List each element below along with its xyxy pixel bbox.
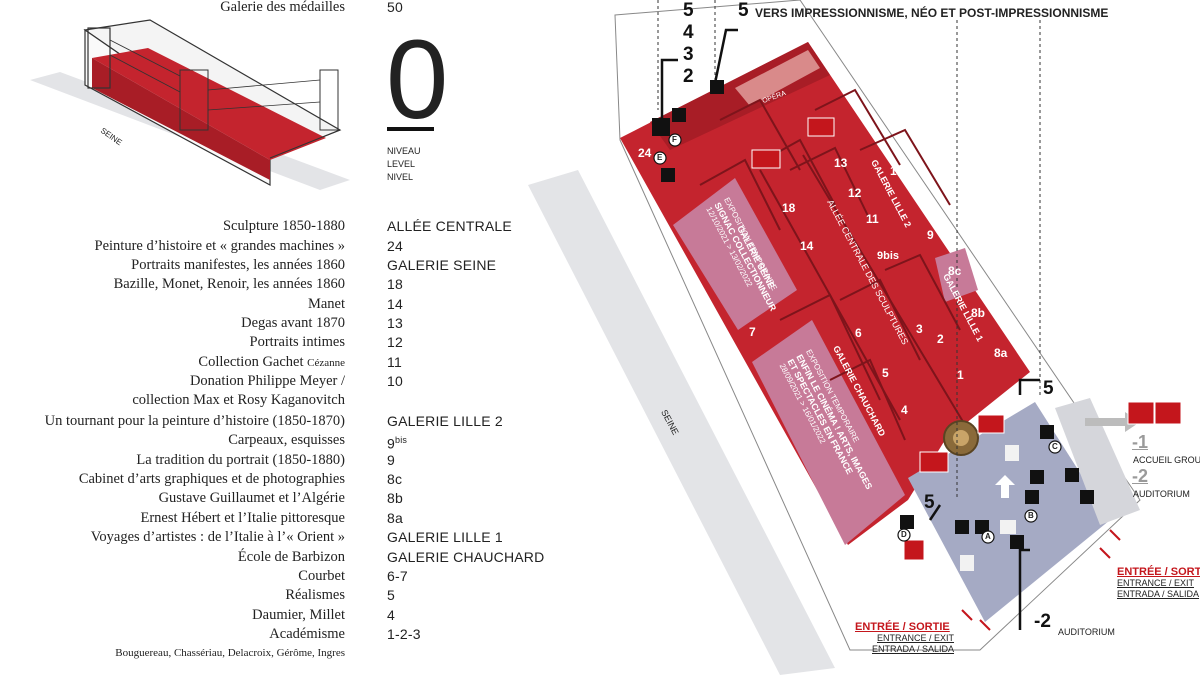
legend-value: 8a [387,510,403,526]
room-number: 7 [749,325,756,339]
marker-d: D [901,530,907,539]
legend-value: GALERIE SEINE [387,257,497,273]
legend-value: GALERIE LILLE 1 [387,529,503,545]
legend-value: 6-7 [387,568,408,584]
level-number: 0 [386,17,449,142]
legend-label: Gustave Guillaumet et l’Algérie [158,490,345,506]
room-number: 1 [957,368,964,382]
legend-label: Réalismes [285,587,345,603]
stair-level-5-right: 5 [1043,378,1054,399]
auditorium-level: -2 [1132,466,1149,486]
legend-value: 1-2-3 [387,626,421,642]
legend-label: Peinture d’histoire et « grandes machine… [94,238,345,254]
legend-label: Ernest Hébert et l’Italie pittoresque [140,510,345,526]
auditorium-label: AUDITORIUM [1133,489,1190,499]
legend-label-top: Galerie des médailles [220,0,345,15]
legend-label: Cabinet d’arts graphiques et de photogra… [78,471,345,487]
legend-label: Voyages d’artistes : de l’Italie à l’« O… [90,529,345,545]
legend-value: 18 [387,276,403,292]
legend-label: École de Barbizon [237,549,345,565]
room-number: 10 [890,164,904,178]
exit-right[interactable]: ENTRÉE / SORT ENTRANCE / EXIT ENTRADA / … [1117,566,1200,600]
legend-label: Portraits manifestes, les années 1860 [131,257,345,273]
legend-label: Courbet [298,568,345,584]
legend-label: collection Max et Rosy Kaganovitch [132,392,345,408]
legend-value: 13 [387,315,403,331]
exit-left[interactable]: ENTRÉE / SORTIE ENTRANCE / EXIT ENTRADA … [855,621,955,655]
accueil-label: ACCUEIL GROUPE [1133,455,1200,465]
legend-value: GALERIE LILLE 2 [387,413,503,429]
legend-label: Un tournant pour la peinture d’histoire … [44,413,345,429]
marker-a: A [985,532,991,541]
room-number: 9bis [877,250,900,262]
stair-level-3: 3 [683,44,694,65]
legend-value: 4 [387,607,395,623]
legend-value-9bis: 9bis [387,435,408,452]
room-number: 8c [948,264,962,278]
legend-label: La tradition du portrait (1850-1880) [136,452,345,468]
stair-top-right: 5 [738,0,749,21]
stair-level-5: 5 [683,0,694,21]
room-number: 5 [882,366,889,380]
floor-plan [528,0,1182,675]
accueil-level: -1 [1132,432,1149,452]
room-number: 8b [971,306,986,320]
room-number: 24 [638,146,652,160]
marker-f: F [672,135,677,144]
room-number: 3 [916,322,923,336]
legend-label: Portraits intimes [249,334,345,350]
legend-value: 14 [387,296,403,312]
legend-label-small: Bouguereau, Chassériau, Delacroix, Gérôm… [115,647,345,659]
legend-value: 12 [387,334,403,350]
room-number: 18 [782,201,796,215]
legend-value: 5 [387,587,395,603]
room-number: 2 [937,332,944,346]
legend-value: GALERIE CHAUCHARD [387,549,545,565]
legend-label: Donation Philippe Meyer / [189,373,345,389]
legend-label: Degas avant 1870 [241,315,345,331]
legend-value: 8b [387,490,403,506]
map-banner: VERS IMPRESSIONNISME, NÉO ET POST-IMPRES… [755,6,1109,20]
legend-value: ALLÉE CENTRALE [387,218,512,234]
level-caption: NIVEAU LEVEL NIVEL [387,146,421,182]
room-number: 14 [800,239,814,253]
room-number: 8a [994,346,1008,360]
legend-label-gachet: Collection Gachet Cézanne [198,354,345,370]
legend-label: Sculpture 1850-1880 [222,218,345,234]
legend-value: 10 [387,373,403,389]
legend-value-top: 50 [387,0,403,15]
room-number: 11 [866,212,879,226]
legend-label: Académisme [269,626,345,642]
legend-value: 24 [387,238,403,254]
legend-label: Daumier, Millet [252,607,345,623]
museum-thumbnail [30,19,350,190]
legend-label: Manet [307,296,345,312]
legend-label: Carpeaux, esquisses [228,432,345,448]
room-number: 9 [927,228,934,242]
stair-level-4: 4 [683,22,694,43]
legend-value: 8c [387,471,403,487]
level-underline [387,127,434,131]
stair-level-minus2: -2 [1034,611,1051,632]
room-number: 12 [848,186,862,200]
stair-level-2: 2 [683,66,694,87]
legend-label: Bazille, Monet, Renoir, les années 1860 [113,276,345,292]
stair-level-5-left: 5 [924,492,935,513]
marker-c: C [1052,442,1058,451]
room-number: 6 [855,326,862,340]
legend-value: 9 [387,452,395,468]
room-number: 4 [901,403,908,417]
legend-value: 11 [387,354,402,370]
auditorium-bottom-label: AUDITORIUM [1058,627,1115,637]
marker-b: B [1028,511,1034,520]
room-number: 13 [834,156,848,170]
marker-e: E [657,153,663,162]
